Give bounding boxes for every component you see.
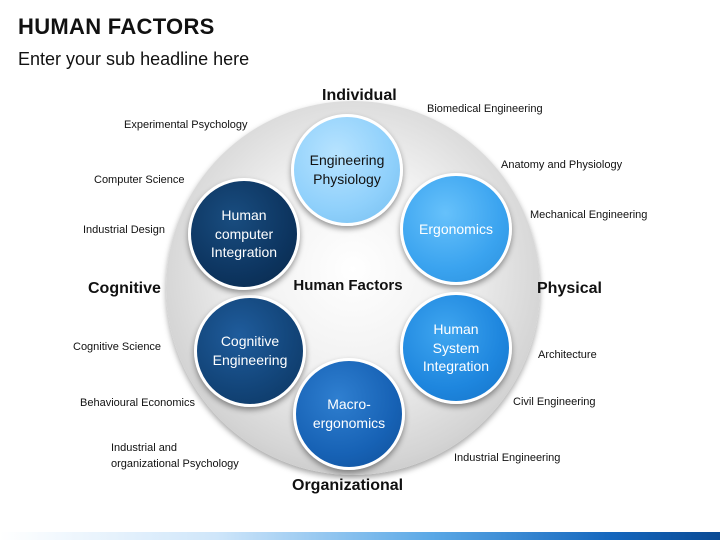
circle-ergonomics: Ergonomics <box>400 173 512 285</box>
center-label: Human Factors <box>293 277 403 294</box>
circle-cognitive-engineering: Cognitive Engineering <box>194 295 306 407</box>
label-architecture: Architecture <box>538 349 597 361</box>
axis-left-label: Cognitive <box>88 280 161 297</box>
label-cognitive-science: Cognitive Science <box>73 341 162 353</box>
circle-label: Cognitive Engineering <box>212 333 288 368</box>
label-computer-science: Computer Science <box>94 174 185 186</box>
label-industrial-org-psychology: Industrial and organizational Psychology <box>111 442 239 470</box>
label-behavioural-economics: Behavioural Economics <box>80 397 195 409</box>
axis-right-label: Physical <box>537 280 602 297</box>
circle-label: Ergonomics <box>419 220 493 237</box>
bottom-accent-bar <box>0 532 720 540</box>
label-industrial-design: Industrial Design <box>83 224 165 236</box>
circle-human-system-integration: Human System Integration <box>400 292 512 404</box>
label-anatomy-physiology: Anatomy and Physiology <box>501 159 623 171</box>
circle-macro-ergonomics: Macro-ergonomics <box>293 358 405 470</box>
circle-label: Human computer Integration <box>210 206 278 261</box>
label-civil-engineering: Civil Engineering <box>513 396 596 408</box>
circle-label: Engineering Physiology <box>309 152 385 187</box>
label-experimental-psychology: Experimental Psychology <box>124 119 248 131</box>
label-biomedical-engineering: Biomedical Engineering <box>427 103 543 115</box>
axis-bottom-label: Organizational <box>292 477 404 494</box>
circle-label: Human System Integration <box>422 320 490 375</box>
axis-top-label: Individual <box>322 87 397 104</box>
page-subtitle: Enter your sub headline here <box>18 49 250 69</box>
circle-engineering-physiology: Engineering Physiology <box>291 114 403 226</box>
circle-label: Macro-ergonomics <box>312 396 386 431</box>
page-title: HUMAN FACTORS <box>18 14 215 39</box>
label-industrial-engineering: Industrial Engineering <box>454 452 561 464</box>
label-mechanical-engineering: Mechanical Engineering <box>530 209 648 221</box>
circle-human-computer-integration: Human computer Integration <box>188 178 300 290</box>
